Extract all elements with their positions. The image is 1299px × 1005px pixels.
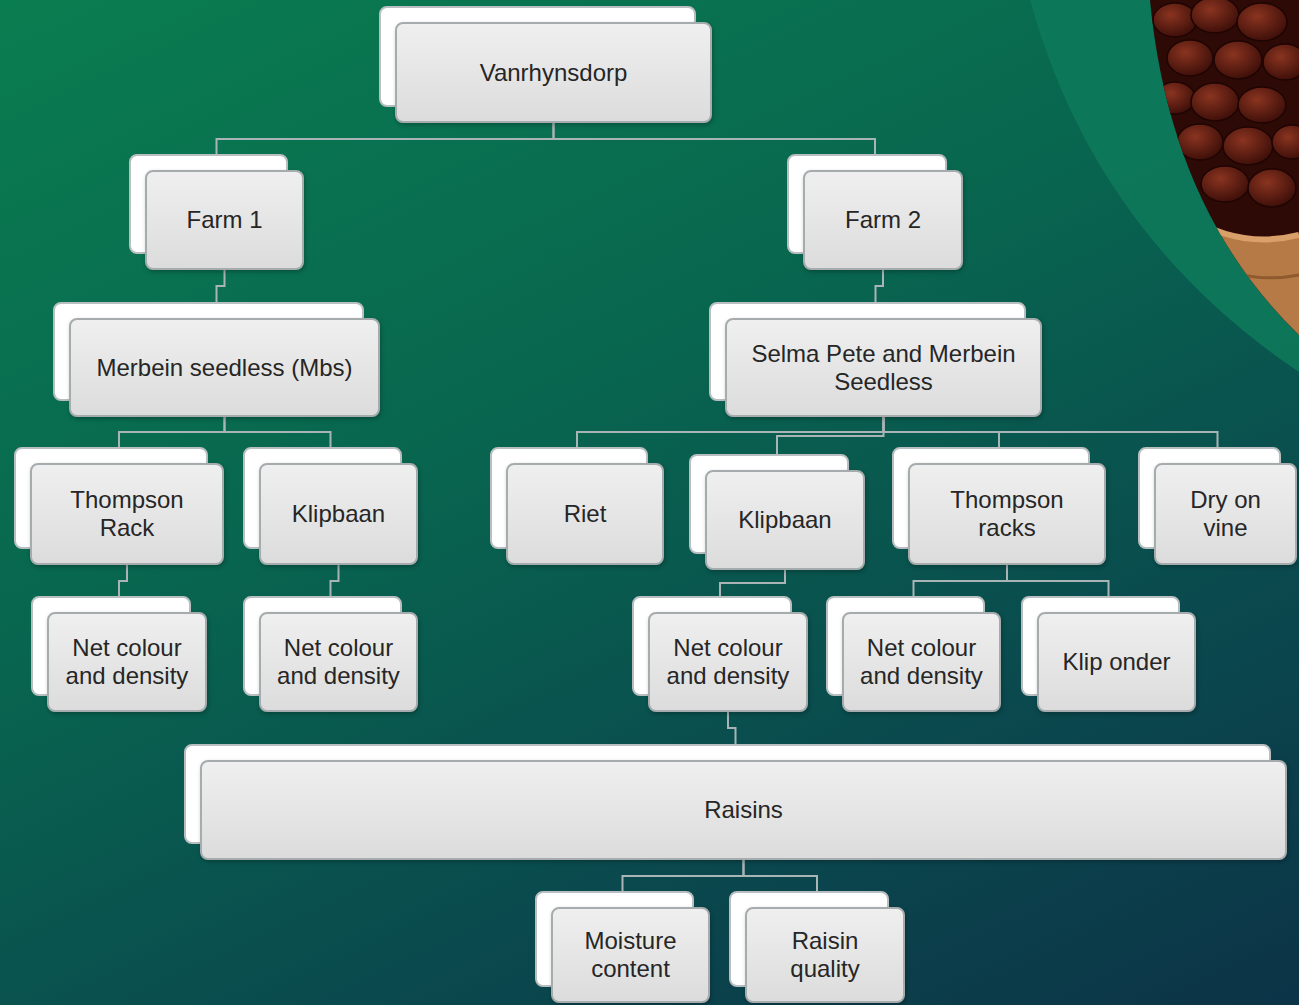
box-face: Selma Pete and Merbein Seedless [725,318,1042,417]
box-face: Dry on vine [1154,463,1297,565]
connector-line [217,123,554,154]
box-face: Raisins [200,760,1287,860]
box-face: Farm 2 [803,170,963,270]
connector-line [331,565,339,596]
connector-line [728,712,736,744]
process-box: Raisins [184,744,1287,860]
connector-line [554,123,876,154]
process-box: Selma Pete and Merbein Seedless [709,302,1042,417]
process-box: Vanrhynsdorp [379,6,712,123]
box-face: Thompson Rack [30,463,224,565]
box-face: Moisture content [551,907,710,1003]
box-label: Klipbaan [738,506,831,534]
box-label: Thompson racks [920,486,1094,541]
connector-line [119,417,225,447]
process-box: Farm 1 [129,154,304,270]
process-box: Net colour and density [243,596,418,712]
box-label: Net colour and density [59,634,195,689]
connector-line [577,417,884,447]
box-label: Net colour and density [854,634,989,689]
box-label: Thompson Rack [42,486,212,541]
process-box: Merbein seedless (Mbs) [53,302,380,417]
process-box: Thompson racks [892,447,1106,565]
box-face: Klip onder [1037,612,1196,712]
box-face: Thompson racks [908,463,1106,565]
process-box: Riet [490,447,664,565]
raisin-photo [1140,0,1299,340]
box-face: Vanrhynsdorp [395,22,712,123]
process-box: Klipbaan [243,447,418,565]
box-face: Klipbaan [705,470,865,570]
box-face: Farm 1 [145,170,304,270]
box-face: Net colour and density [47,612,207,712]
box-face: Klipbaan [259,463,418,565]
accent-band [1030,0,1299,372]
process-box: Net colour and density [632,596,808,712]
box-label: Farm 2 [845,206,921,234]
box-label: Farm 1 [186,206,262,234]
box-face: Net colour and density [648,612,808,712]
box-face: Raisin quality [745,907,905,1003]
connector-line [744,860,818,891]
connector-line [876,270,884,302]
box-label: Merbein seedless (Mbs) [96,354,352,382]
box-label: Dry on vine [1166,486,1285,541]
process-box: Moisture content [535,891,710,1003]
process-box: Thompson Rack [14,447,224,565]
box-label: Moisture content [563,927,698,982]
process-box: Net colour and density [826,596,1001,712]
connector-line [720,570,785,596]
connector-line [1007,565,1109,596]
connector-line [777,417,884,454]
box-label: Net colour and density [660,634,796,689]
process-box: Farm 2 [787,154,963,270]
connector-line [119,565,127,596]
box-face: Merbein seedless (Mbs) [69,318,380,417]
connector-line [884,417,1218,447]
connector-line [914,565,1008,596]
process-box: Klip onder [1021,596,1196,712]
box-face: Net colour and density [259,612,418,712]
box-label: Klip onder [1062,648,1170,676]
box-label: Vanrhynsdorp [480,59,628,87]
box-label: Net colour and density [271,634,406,689]
box-label: Riet [564,500,607,528]
box-face: Riet [506,463,664,565]
box-label: Klipbaan [292,500,385,528]
box-label: Selma Pete and Merbein Seedless [737,340,1030,395]
process-box: Klipbaan [689,454,865,570]
process-box: Raisin quality [729,891,905,1003]
box-label: Raisins [704,796,783,824]
connector-line [217,270,225,302]
process-box: Dry on vine [1138,447,1297,565]
connector-line [623,860,744,891]
box-label: Raisin quality [757,927,893,982]
connector-line [225,417,331,447]
box-face: Net colour and density [842,612,1001,712]
process-box: Net colour and density [31,596,207,712]
